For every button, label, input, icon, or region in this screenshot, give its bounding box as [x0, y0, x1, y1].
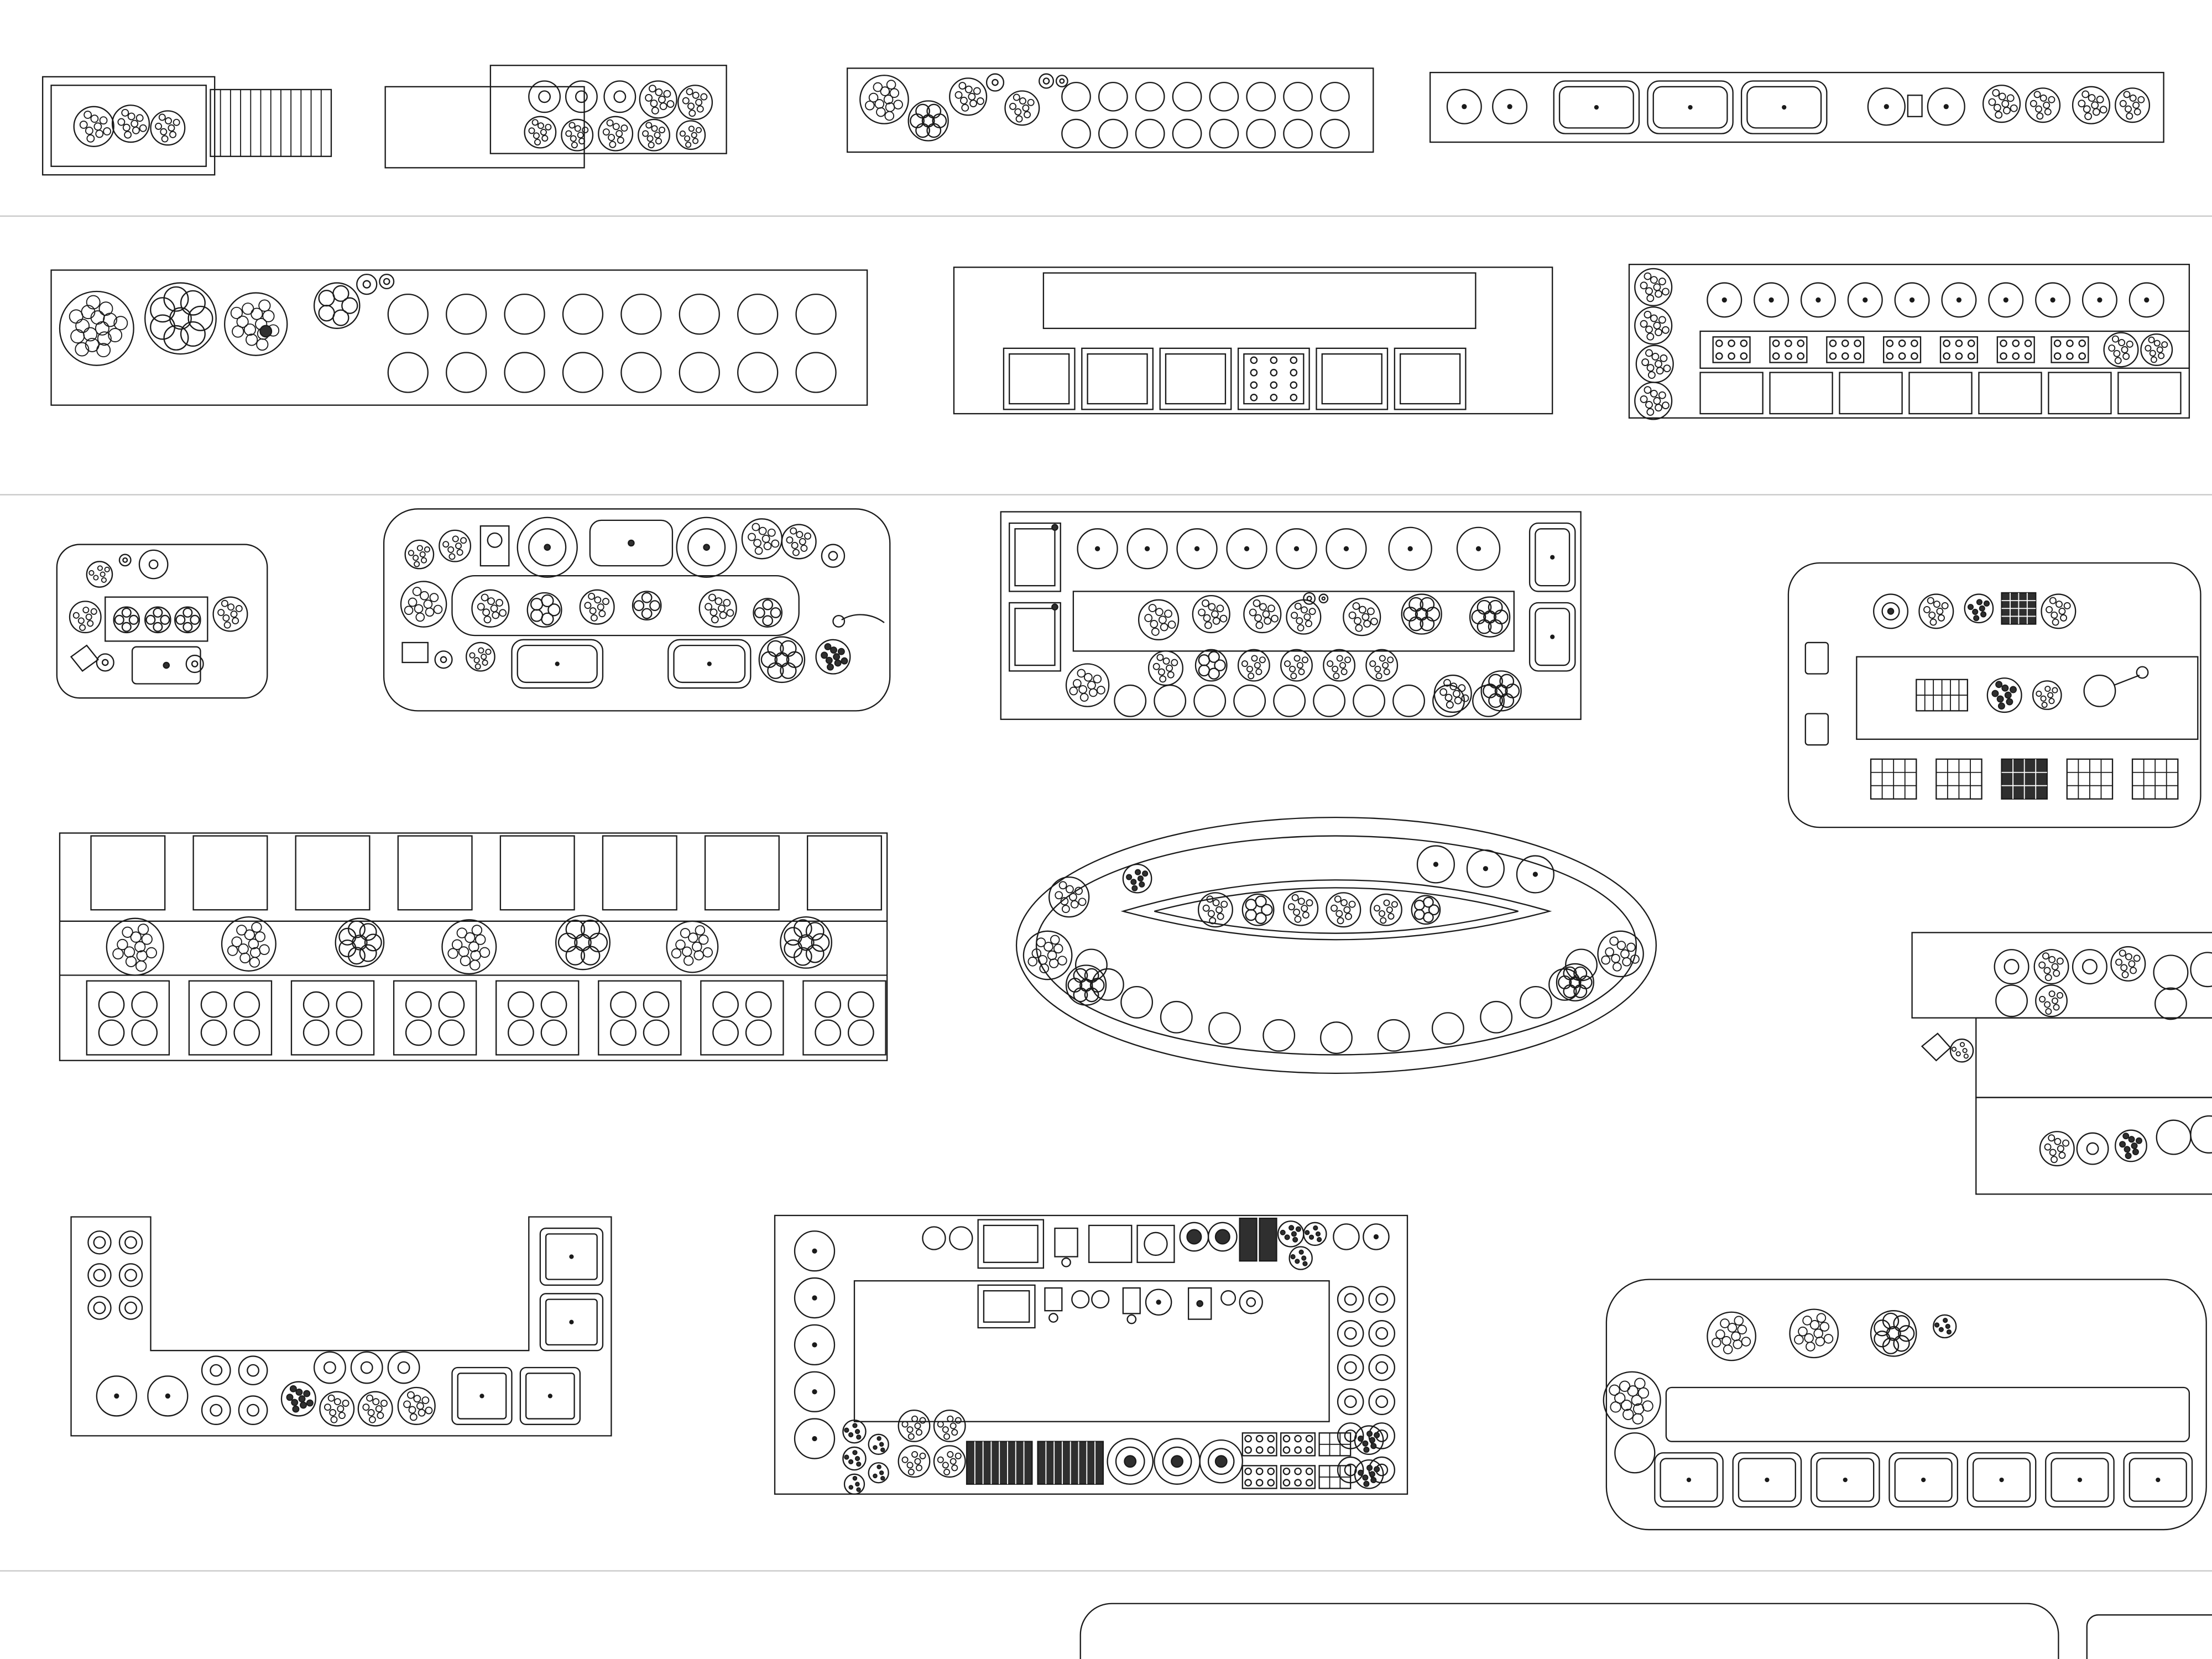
corner-counter-right-row4[interactable] [1911, 932, 2212, 1195]
buffet-counter-row2-middle[interactable] [953, 267, 1553, 415]
buffet-counter-top-3[interactable] [846, 67, 1374, 153]
buffet-counter-row2-left[interactable] [50, 269, 868, 406]
buffet-counter-top-2[interactable] [384, 65, 727, 169]
island-small-row3-left[interactable] [56, 544, 268, 699]
island-bottom-partial[interactable] [1079, 1603, 2059, 1659]
kitchen-island-large[interactable] [774, 1214, 1408, 1495]
island-bottom-right[interactable] [1603, 1279, 2207, 1531]
island-large-row3[interactable] [383, 508, 891, 712]
island-row3-far-right[interactable] [1787, 562, 2201, 828]
counter-bottom-right-partial[interactable] [2086, 1614, 2212, 1659]
section-dividers [0, 215, 2212, 1572]
buffet-counter-top-left[interactable] [41, 76, 332, 176]
buffet-counter-row3-right[interactable] [1000, 511, 1582, 720]
buffet-counter-row4-left[interactable] [59, 832, 888, 1061]
oval-buffet-island[interactable] [1015, 816, 1657, 1074]
buffet-counter-row2-right[interactable] [1628, 263, 2190, 420]
u-shaped-counter[interactable] [70, 1216, 612, 1437]
buffet-counter-top-4[interactable] [1429, 71, 2164, 143]
